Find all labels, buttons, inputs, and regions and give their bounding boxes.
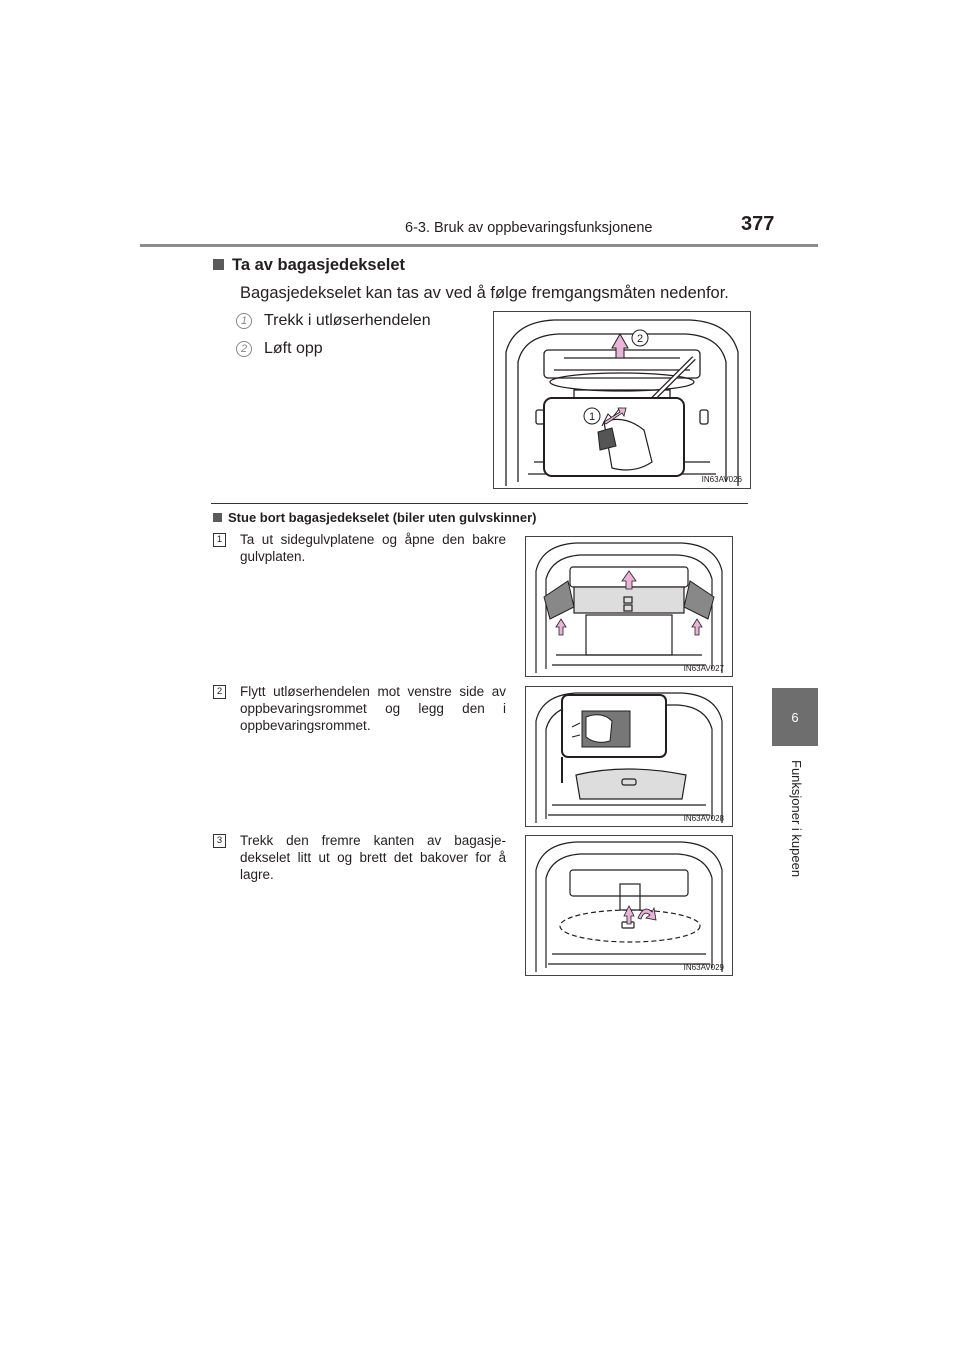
cargo-illustration-4: IN63AV029 (535, 841, 725, 972)
header-rule (140, 244, 818, 247)
square-bullet-icon (213, 259, 224, 270)
item-number-2: 2 (213, 685, 226, 699)
chapter-number: 6 (791, 709, 799, 725)
figure-code-4: IN63AV029 (684, 963, 725, 972)
figure-code-2: IN63AV027 (684, 664, 725, 673)
item-3-text: Trekk den fremre kanten av bagasje-dekse… (240, 833, 506, 882)
section2-heading: Stue bort bagasjedekselet (biler uten gu… (213, 510, 536, 525)
figure-remove-cover: 2 1 IN63AV026 (493, 311, 751, 489)
cargo-illustration-2: IN63AV027 (535, 542, 725, 673)
chapter-tab: 6 (772, 688, 818, 746)
step-2-text: Løft opp (264, 340, 323, 357)
step-1-text: Trekk i utløserhendelen (264, 312, 431, 329)
figure-code-1: IN63AV026 (702, 475, 743, 484)
step-number-2: 2 (236, 341, 252, 357)
callout-1: 1 (589, 411, 595, 423)
callout-2: 2 (637, 333, 643, 345)
figure-release-lever: IN63AV028 (525, 686, 733, 827)
section1-intro: Bagasjedekselet kan tas av ved å følge f… (240, 284, 729, 302)
item-number-1: 1 (213, 533, 226, 547)
step-2: 2 Løft opp (236, 340, 323, 358)
step-1: 1 Trekk i utløserhendelen (236, 312, 431, 330)
cargo-illustration-1: 2 1 IN63AV026 (505, 319, 743, 486)
section2-title: Stue bort bagasjedekselet (biler uten gu… (228, 510, 537, 525)
section1-title: Ta av bagasjedekselet (232, 256, 406, 274)
figure-side-floor-panels: IN63AV027 (525, 536, 733, 677)
section1-heading: Ta av bagasjedekselet (213, 256, 405, 275)
item-1-text: Ta ut sidegulvplatene og åpne den bakre … (240, 532, 506, 564)
square-bullet-icon (213, 513, 222, 522)
item-2-text: Flytt utløserhendelen mot venstre side a… (240, 684, 506, 733)
chapter-label: Funksjoner i kupeen (789, 760, 804, 878)
section-header: 6-3. Bruk av oppbevaringsfunksjonene (405, 220, 653, 236)
step-number-1: 1 (236, 313, 252, 329)
figure-code-3: IN63AV028 (684, 814, 725, 823)
page-number: 377 (741, 213, 775, 235)
cargo-illustration-3: IN63AV028 (535, 692, 725, 823)
section-divider (211, 503, 748, 504)
figure-fold-cover: IN63AV029 (525, 835, 733, 976)
item-number-3: 3 (213, 834, 226, 848)
